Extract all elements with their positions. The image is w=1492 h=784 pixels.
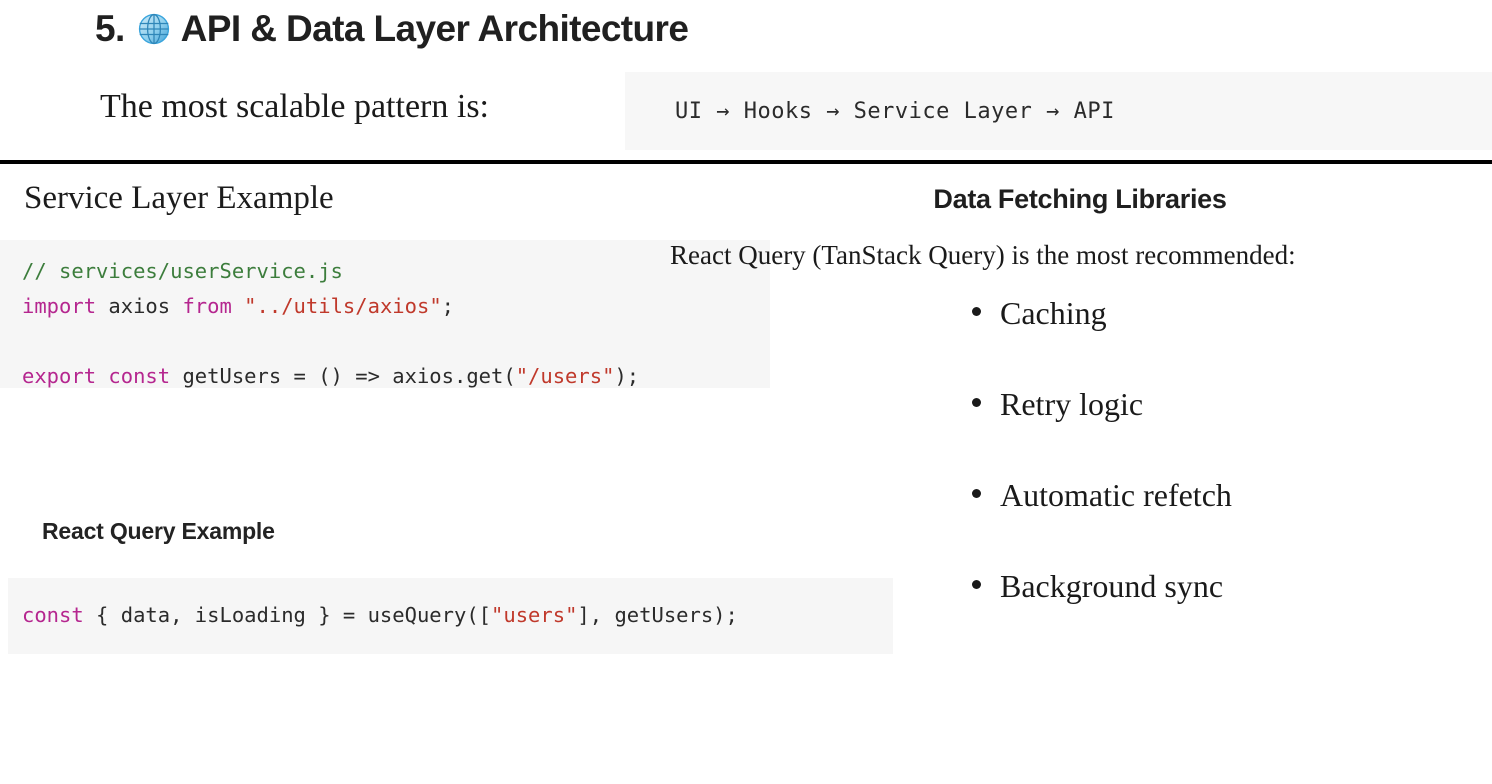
pattern-code-text: UI → Hooks → Service Layer → API [675,98,1115,124]
list-item: Background sync [972,566,1232,657]
code-keyword-export-const: export const [22,364,171,388]
service-layer-heading: Service Layer Example [24,180,334,216]
page-title: 5. API & Data Layer Architecture [95,8,689,50]
bullet-icon [972,398,981,407]
code-keyword-import: import [22,294,97,318]
code-usequery-expr: { data, isLoading } = useQuery([ [83,603,492,627]
list-item-label: Background sync [1000,568,1224,604]
page-title-text: API & Data Layer Architecture [180,8,689,49]
pattern-code-block: UI → Hooks → Service Layer → API [625,72,1492,150]
code-string-path: "../utils/axios" [231,294,442,318]
code-getusers-expr: getUsers = () => axios.get( [170,364,516,388]
data-fetching-libraries-heading: Data Fetching Libraries [933,184,1227,214]
code-keyword-from: from [182,294,232,318]
code-comment: // services/userService.js [22,259,343,283]
list-item-label: Retry logic [1000,386,1144,422]
react-query-example-heading: React Query Example [42,518,275,544]
list-item-label: Caching [1000,295,1107,331]
intro-label: The most scalable pattern is: [100,88,489,125]
list-item: Retry logic [972,384,1232,475]
bullet-icon [972,580,981,589]
section-divider [0,160,1492,164]
list-item: Caching [972,293,1232,384]
globe-icon [137,12,171,46]
code-close-paren: ); [614,364,640,388]
code-semicolon: ; [441,294,455,318]
react-query-code: const { data, isLoading } = useQuery(["u… [22,598,893,633]
code-ident-axios: axios [96,294,183,318]
code-keyword-const: const [22,603,84,627]
bullet-icon [972,307,981,316]
list-item: Automatic refetch [972,475,1232,566]
feature-list: Caching Retry logic Automatic refetch Ba… [950,293,1232,657]
code-usequery-tail: ], getUsers); [577,603,738,627]
code-string-users-key: "users" [491,603,578,627]
service-layer-code-block: // services/userService.js import axios … [0,240,770,388]
list-item-label: Automatic refetch [1000,477,1232,513]
page-title-number: 5. [95,8,125,49]
service-layer-code: // services/userService.js import axios … [22,254,770,394]
bullet-icon [972,489,981,498]
react-query-intro-text: React Query (TanStack Query) is the most… [670,240,1296,270]
code-string-users-route: "/users" [515,364,615,388]
react-query-code-block: const { data, isLoading } = useQuery(["u… [8,578,893,654]
